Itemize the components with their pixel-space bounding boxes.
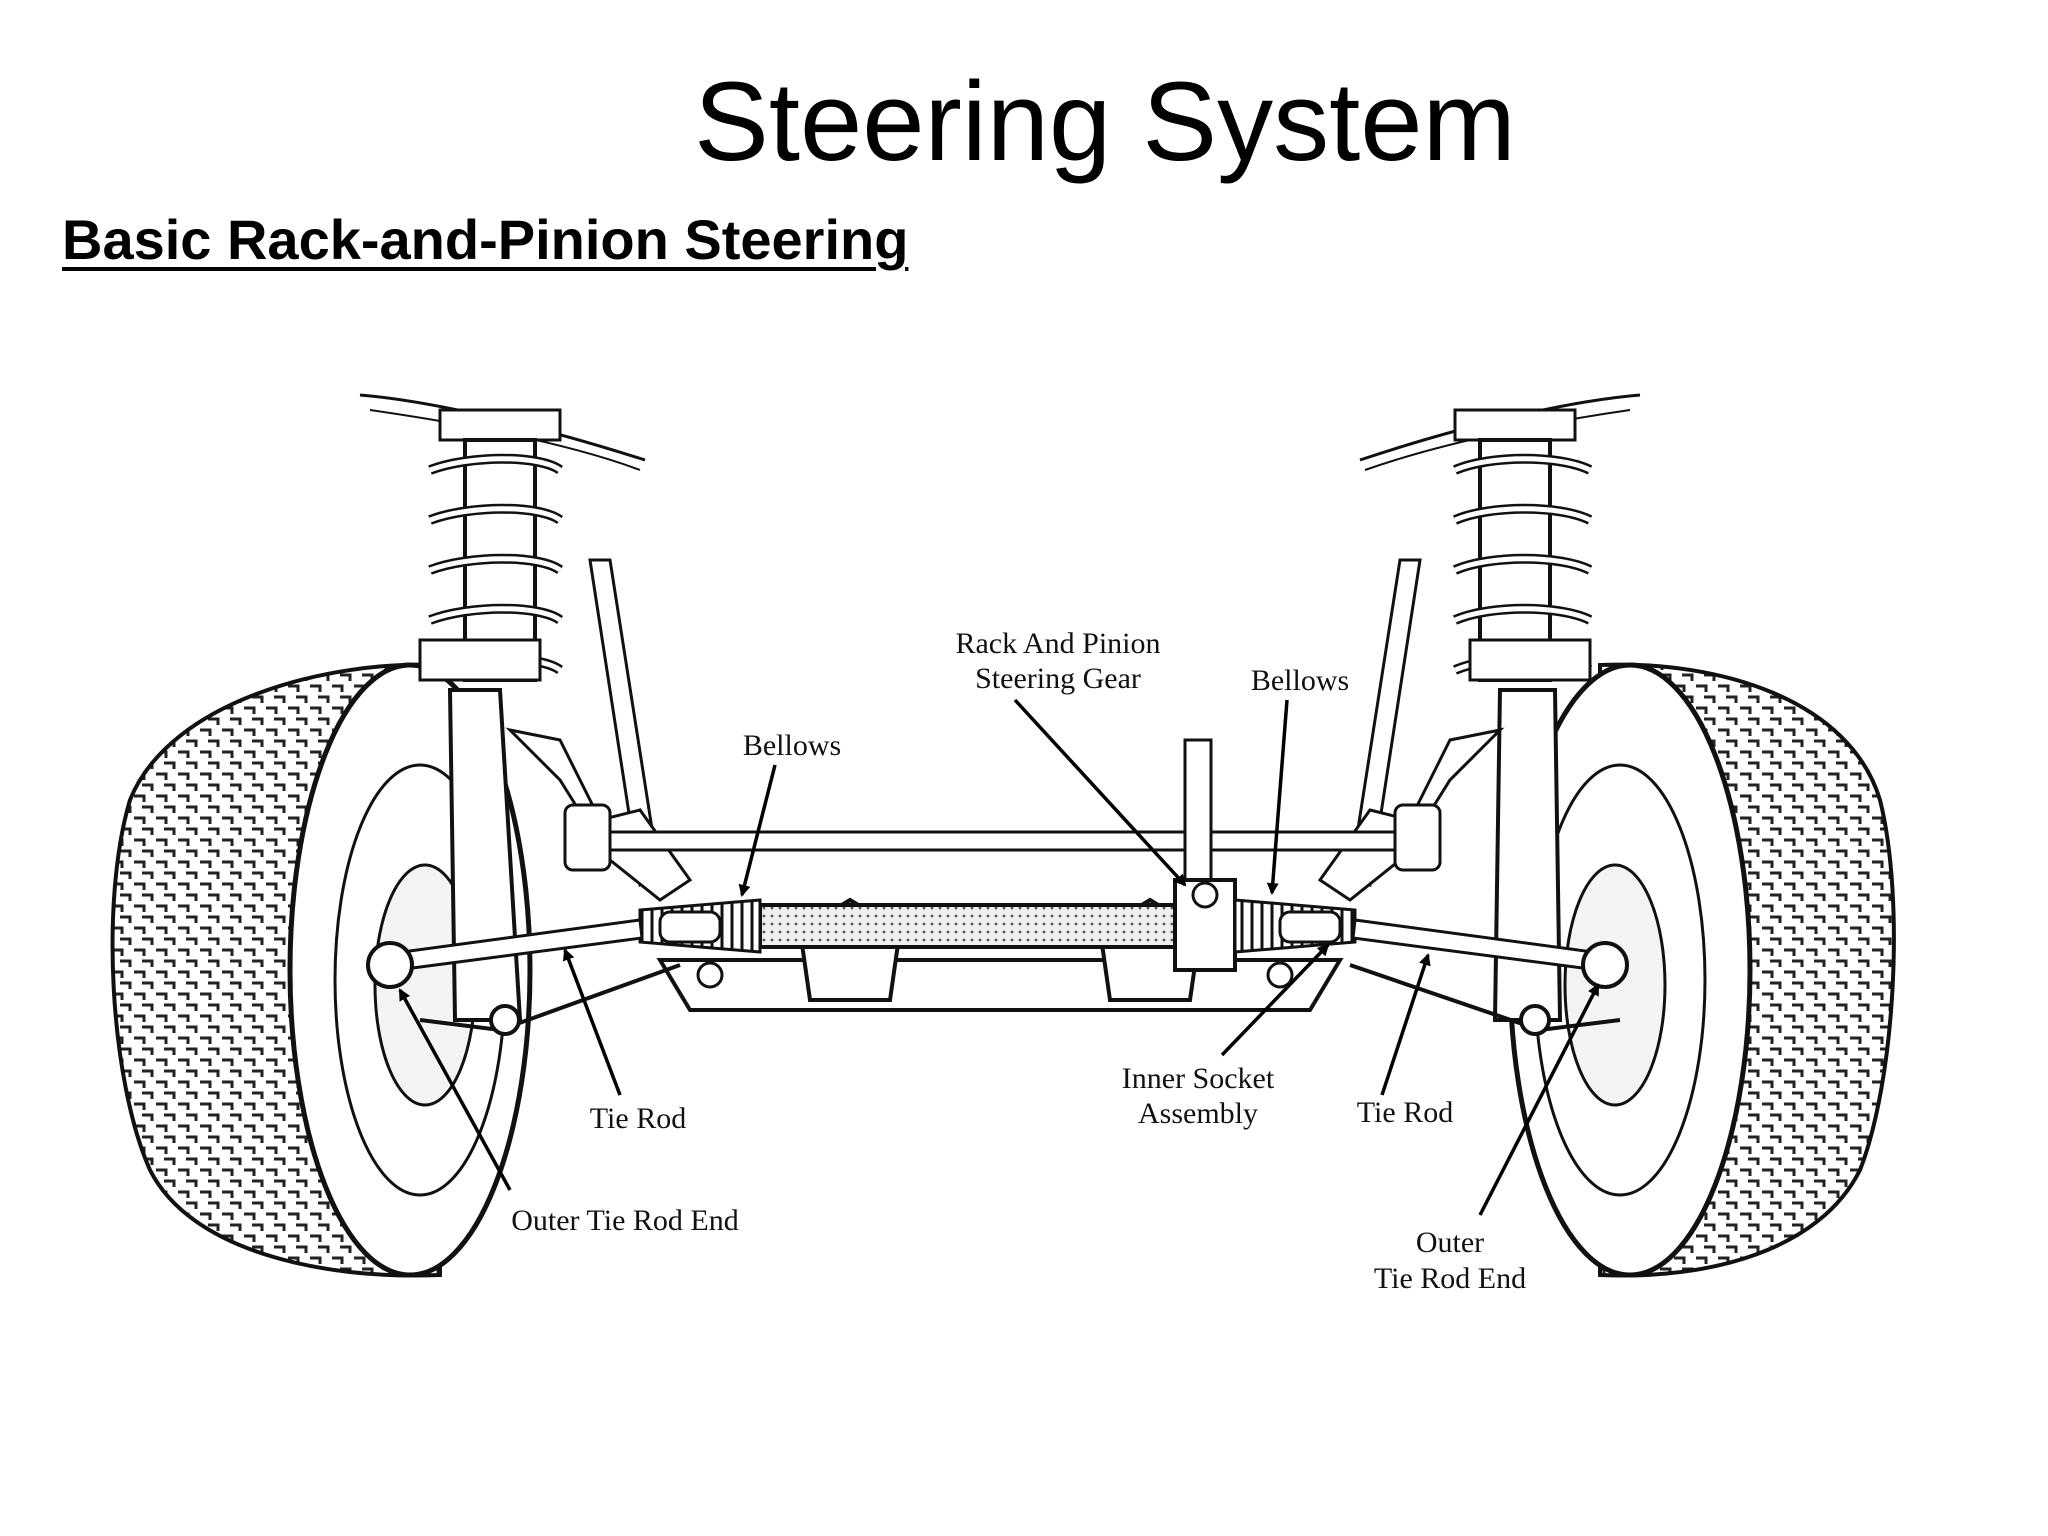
label-tie-rod-left: Tie Rod bbox=[590, 1102, 686, 1135]
arrow-outer-tie-rod-end-right bbox=[1478, 983, 1600, 1216]
tie-rod-left bbox=[366, 918, 644, 989]
arrow-tie-rod-right bbox=[1380, 953, 1431, 1096]
callout-arrows bbox=[398, 698, 1600, 1216]
arrow-outer-tie-rod-end-left bbox=[398, 988, 512, 1191]
slide-title: Steering System bbox=[694, 59, 1516, 184]
label-inner-socket-line1: Inner Socket bbox=[1122, 1062, 1275, 1095]
right-wheel bbox=[1507, 662, 1896, 1278]
stabilizer-bar bbox=[563, 803, 1442, 872]
rack-housing bbox=[758, 878, 1237, 972]
tie-rod-right bbox=[1351, 918, 1629, 989]
label-inner-socket-line2: Assembly bbox=[1138, 1097, 1258, 1130]
label-outer-tie-rod-end-right-line1: Outer bbox=[1416, 1226, 1484, 1259]
label-outer-tie-rod-end-left: Outer Tie Rod End bbox=[511, 1204, 739, 1237]
right-strut-assembly bbox=[1317, 393, 1641, 1022]
slide-subtitle: Basic Rack-and-Pinion Steering bbox=[62, 208, 909, 271]
label-rack-and-pinion-line2: Steering Gear bbox=[975, 662, 1141, 695]
arrow-bellows-right bbox=[1266, 699, 1289, 895]
label-tie-rod-right: Tie Rod bbox=[1357, 1096, 1453, 1129]
arrow-rack-and-pinion bbox=[1013, 698, 1187, 887]
steering-shaft bbox=[1183, 738, 1213, 882]
lower-control-arms bbox=[419, 963, 1621, 1036]
left-strut-assembly bbox=[359, 393, 693, 1022]
bellows-left-boot bbox=[638, 898, 762, 954]
label-rack-and-pinion-line1: Rack And Pinion bbox=[955, 627, 1160, 660]
label-bellows-right: Bellows bbox=[1251, 664, 1349, 697]
arrow-bellows-left bbox=[738, 764, 777, 897]
label-outer-tie-rod-end-right-line2: Tie Rod End bbox=[1374, 1262, 1526, 1295]
label-bellows-left: Bellows bbox=[743, 729, 841, 762]
bellows-right-boot bbox=[1233, 898, 1357, 954]
arrow-tie-rod-left bbox=[562, 948, 622, 1096]
arrow-inner-socket bbox=[1220, 943, 1330, 1057]
